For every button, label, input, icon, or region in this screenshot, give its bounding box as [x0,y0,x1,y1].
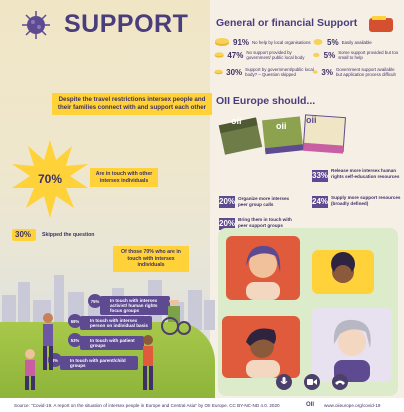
financial-left-value-2: 47% [227,50,244,60]
financial-right-value-3: 3% [321,67,333,77]
oii-label-1: Release more intersex human rights self-… [331,168,400,179]
video-call-panel [218,228,398,396]
financial-left-value-1: 91% [233,37,250,47]
source-bar: Source: "Covid-19. A report on the situa… [0,398,404,412]
video-tile-4 [312,308,392,382]
oii-label-4: Bring them in touch with peer support gr… [238,217,292,228]
microphone-icon [280,377,288,384]
financial-right-row-3: 3% Government support available but appl… [312,67,400,77]
oii-logo: OII [306,402,315,408]
book-logo-1: oii [231,116,242,126]
virus-icon [22,11,50,39]
sun-stat-label: Are in touch with other intersex individ… [90,168,158,187]
oii-heading: OII Europe should... [216,95,316,107]
breakdown-value-2: 68% [68,314,82,328]
microphone-button[interactable] [276,374,292,390]
coin-stack-icon [214,69,223,75]
skipped-label: Skipped the question [42,232,95,238]
oii-label-2: Organize more intersex peer group calls [238,196,290,207]
oii-label-3: Supply more support resources (broadly d… [331,195,401,206]
source-text: Source: "Covid-19. A report on the situa… [14,402,280,408]
person-avatar [333,319,371,382]
financial-right-value-1: 5% [327,37,339,47]
oii-value-1: 33% [312,170,329,182]
coin-stack-icon [214,52,224,58]
book-logo-3: oii [306,115,317,125]
financial-right-row-1: 5% Easily available [312,37,400,47]
coin-icon [312,70,318,74]
financial-left-label-3: Support by government/public local body?… [245,67,314,77]
people-illustration [25,300,191,390]
person-avatar [246,245,281,300]
phone-icon [335,380,345,385]
financial-right-label-1: Easily available [341,39,372,45]
financial-left-row-2: 47% No support provided by government/ p… [214,50,314,60]
financial-left-row-1: 91% No help by local organisations [214,37,314,47]
video-tile-3 [222,316,300,378]
sun-icon [12,140,88,218]
person-avatar [331,252,355,283]
books-illustration [218,114,347,155]
financial-heading: General or financial Support [216,17,358,29]
book-logo-2: oii [276,121,287,131]
oii-value-2: 20% [219,196,236,208]
breakdown-value-3: 53% [68,333,82,347]
financial-right-label-2: Some support provided but too small to h… [338,50,399,60]
of-those-callout: Of those 70% who are in touch with inter… [113,246,189,272]
skipped-badge [12,229,36,241]
video-tile-1 [226,236,300,300]
financial-right-label-3: Government support available but applica… [335,67,396,77]
coin-stack-icon [215,38,229,46]
financial-left-label-1: No help by local organisations [252,39,311,45]
intro-callout: Despite the travel restrictions intersex… [52,93,212,115]
wallet-icon [369,16,393,32]
coin-icon [313,39,323,45]
financial-left-row-3: 30% Support by government/public local b… [214,67,314,77]
financial-left-label-2: No support provided by government/ publi… [246,50,305,60]
breakdown-label-3: In touch with patient groups [80,336,144,350]
breakdown-label-2: In touch with intersex person on individ… [80,316,152,330]
financial-right-row-2: 5% Some support provided but too small t… [312,50,400,60]
oii-value-3: 24% [312,196,329,208]
sun-stat-value: 70% [38,172,63,186]
financial-right-value-2: 5% [323,50,336,60]
source-url[interactable]: www.oiieurope.org/covid-19 [324,402,381,408]
page-title: SUPPORT [64,10,189,38]
person-avatar [246,328,280,378]
oii-value-4: 20% [219,218,236,230]
camera-button[interactable] [304,374,320,390]
camera-icon [307,379,317,385]
video-tile-2 [312,250,374,294]
breakdown-label-4: In touch with parent/child groups [60,356,138,370]
financial-left-value-3: 30% [226,67,243,77]
hang-up-button[interactable] [332,374,348,390]
skipped-value: 30% [15,230,32,239]
breakdown-value-1: 75% [88,294,102,308]
breakdown-label-1: In touch with intersex activist/ human r… [100,296,170,315]
coin-icon [313,52,320,58]
